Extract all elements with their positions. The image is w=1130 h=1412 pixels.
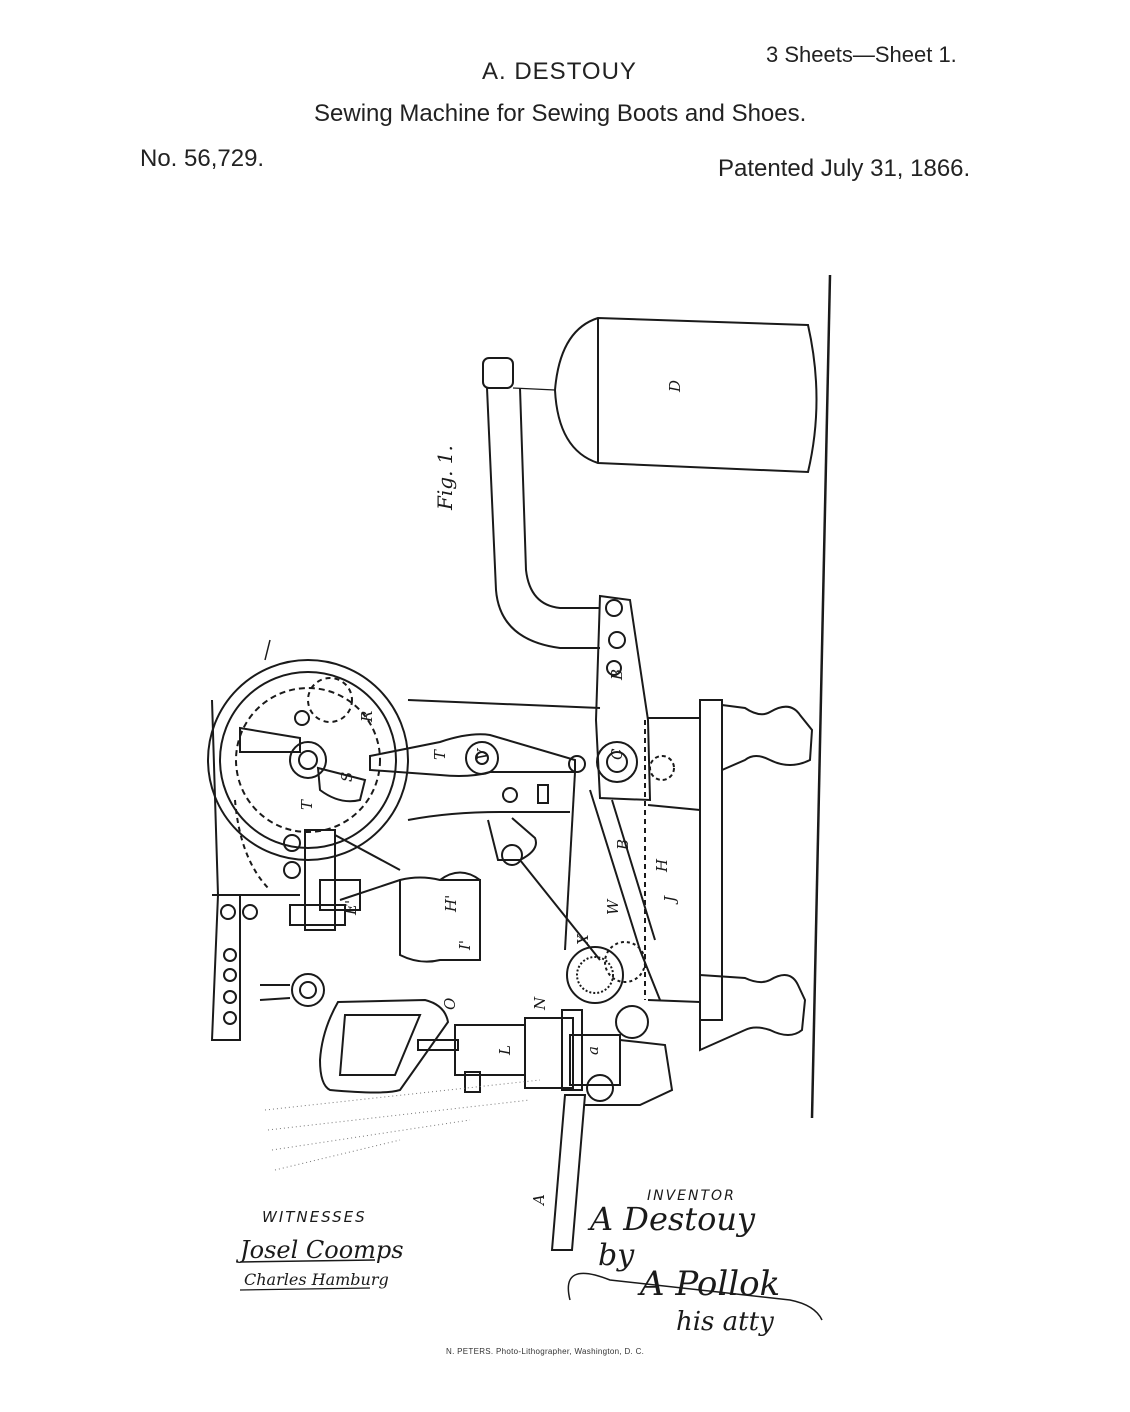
label-o: O [441,998,459,1010]
clamp-l [454,1024,526,1076]
stipple-shade [264,1079,541,1171]
hanger-bracket [482,357,514,389]
attorney-role: his atty [676,1307,774,1337]
label-b: B [608,669,626,681]
patent-title: Sewing Machine for Sewing Boots and Shoe… [314,100,807,127]
hook-wheel [291,973,325,1007]
funnel-h [399,876,481,963]
label-s: S [338,772,356,782]
label-b2: B [614,839,632,851]
turned-leg-top [721,703,814,772]
label-a-small: a [584,1046,602,1055]
witnesses-heading: WITNESSES [262,1208,367,1226]
figure-label: Fig. 1. [433,445,457,511]
label-v: V [474,747,492,760]
stirrup-o [318,998,450,1094]
signature-flourish [567,1272,823,1321]
witness-signature-1: Josel Coomps [235,1236,404,1264]
label-t: T [431,749,449,760]
gear-x [566,946,624,1004]
frame-screws [220,834,301,1025]
base-line [810,274,832,1119]
inventor-heading: INVENTOR [647,1188,736,1204]
label-d: D [666,380,684,393]
pivot-c [596,741,638,783]
label-i-prime: I' [456,940,474,951]
label-x: X [574,933,592,946]
patent-number: No. 56,729. [140,145,265,172]
label-t2: T [298,799,316,810]
wheel-r [207,659,409,861]
patent-date: Patented July 31, 1866. [718,155,971,182]
curved-arm [486,387,600,649]
inventor-name: A. DESTOUY [482,58,637,85]
reference-labels: D B B C V T T R S H J W X N A L a O H' I… [298,380,684,1207]
support-table [699,699,723,1021]
label-a: A [530,1194,548,1207]
by-text: by [598,1238,635,1273]
container-d [553,316,818,474]
label-r: R [358,711,376,723]
label-h-prime: H' [442,895,460,913]
turned-leg-bottom [699,973,807,1052]
bar-a [550,1094,587,1251]
label-c: C [608,748,626,760]
sheet-number: 3 Sheets—Sheet 1. [766,42,957,67]
lever-b [594,594,652,802]
label-n: N [531,996,549,1011]
label-j: J [661,895,679,905]
label-w: W [604,898,622,915]
inventor-signature: A Destouy [587,1200,756,1238]
witness-signature-2: Charles Hamburg [244,1270,389,1289]
label-e-prime: E' [342,900,360,916]
lithographer-credit: N. PETERS. Photo-Lithographer, Washingto… [446,1347,645,1356]
label-l: L [496,1045,514,1056]
attorney-signature: A Pollok [637,1264,780,1304]
crank-s [316,766,367,803]
label-h: H [653,858,671,873]
